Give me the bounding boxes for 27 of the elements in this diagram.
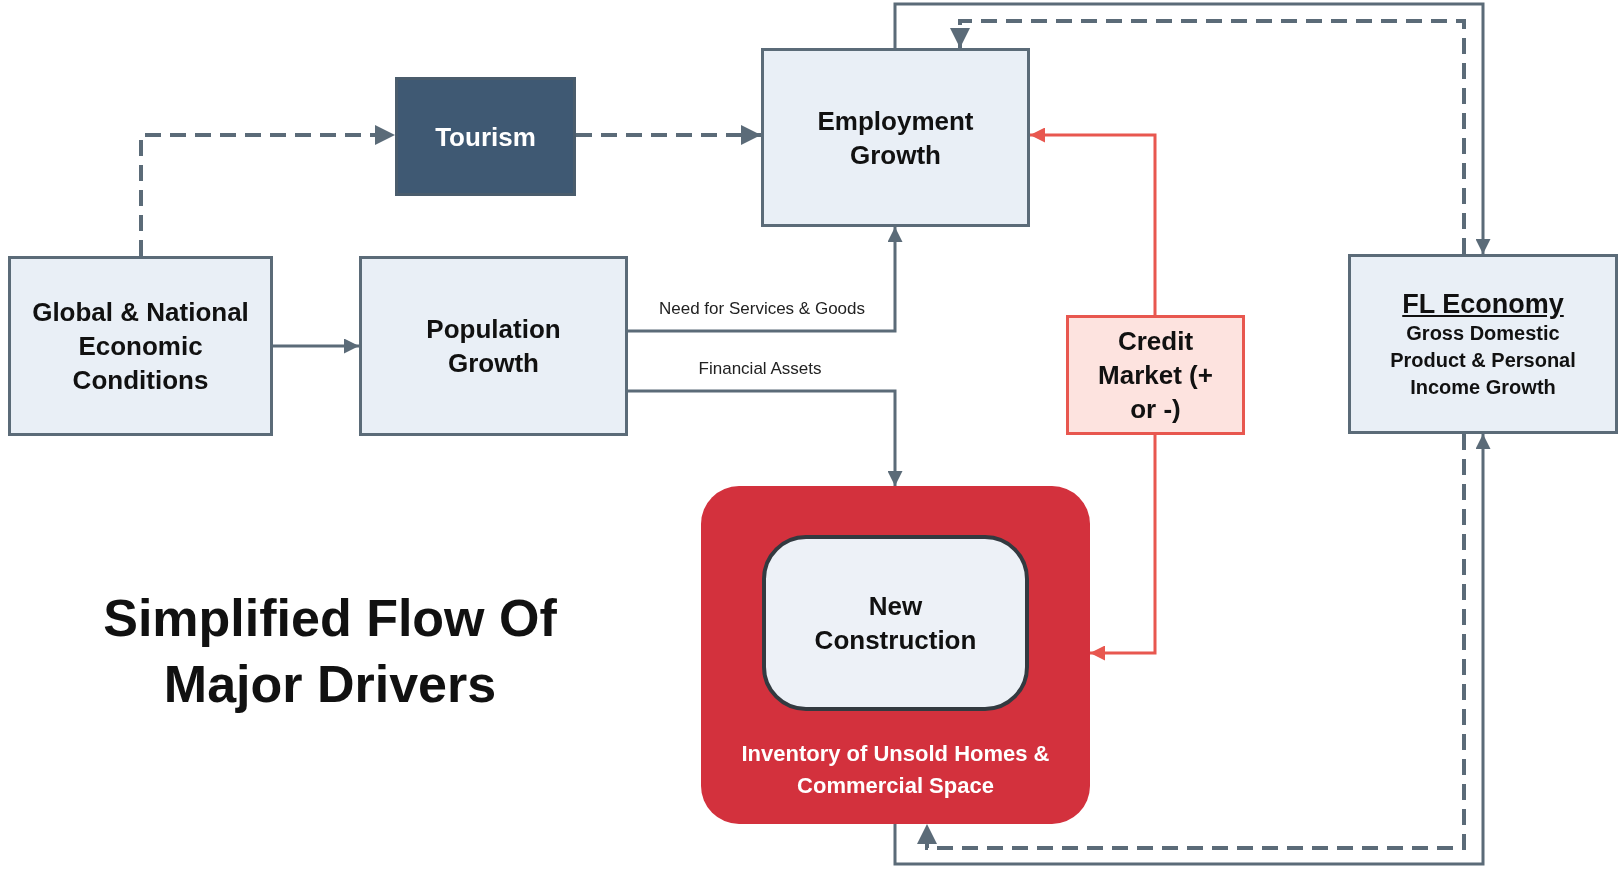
process-box [395,77,576,196]
process-box [8,256,273,436]
process-box [1348,254,1618,434]
process-box [359,256,628,436]
rounded-box [762,535,1029,711]
arrow [628,389,903,486]
dashed-arrow [139,125,395,256]
box-text: New Construction [813,590,978,657]
box-heading: FL Economy [1402,287,1564,320]
process-box [1066,315,1245,435]
box-text: Tourism [435,120,536,154]
diagram-title: Simplified Flow Of Major Drivers [102,588,558,715]
dashed-arrow [576,125,761,145]
box-text: Credit Market (+ or -) [1097,325,1214,426]
arrow [273,338,359,354]
arrow [1090,435,1157,661]
dashed-arrow [950,19,1466,254]
box-text: Gross Domestic Product & Personal Income Growth [1389,320,1577,400]
arrow [893,2,1491,254]
arrow [628,227,903,333]
box-text: Population Growth [425,313,562,380]
process-box [761,48,1030,227]
arrow [1030,127,1157,315]
box-text: Global & National Economic Conditions [31,296,250,397]
box-text: Inventory of Unsold Homes & Commercial Space [740,740,1051,800]
rounded-container [701,486,1090,824]
box-text: Employment Growth [816,104,975,172]
